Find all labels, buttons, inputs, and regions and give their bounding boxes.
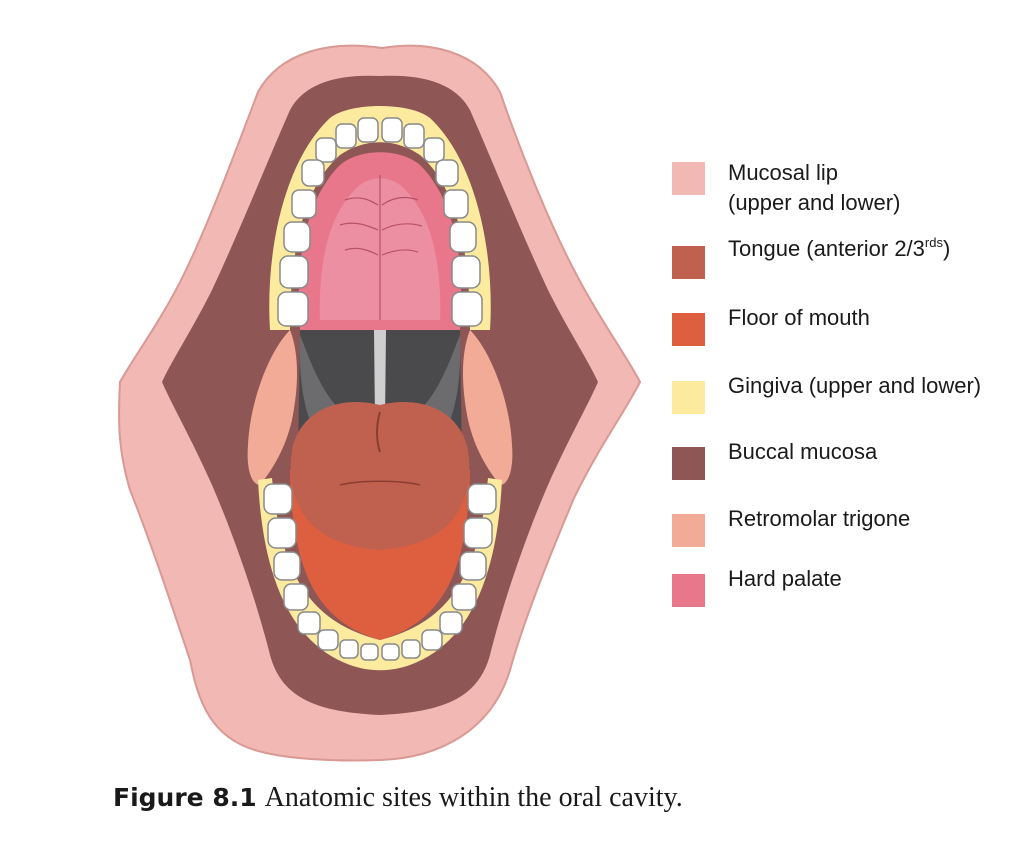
legend-label: Retromolar trigone bbox=[728, 506, 911, 531]
lower-teeth bbox=[263, 483, 497, 661]
legend-swatch bbox=[672, 246, 705, 279]
legend-label-text: Tongue (anterior 2/3 bbox=[728, 236, 925, 261]
retromolar-trigone-left bbox=[247, 330, 297, 485]
oral-cavity-diagram bbox=[118, 44, 642, 762]
palatal-rugae bbox=[339, 175, 423, 320]
legend-label: Gingiva (upper and lower) bbox=[728, 373, 982, 398]
figure-caption-text: Anatomic sites within the oral cavity. bbox=[264, 782, 683, 813]
legend-swatch bbox=[672, 313, 705, 346]
uvula bbox=[374, 330, 386, 420]
legend-label: Floor of mouth bbox=[728, 305, 870, 330]
legend-swatch bbox=[672, 574, 705, 607]
legend-label: Mucosal lip (upper and lower) bbox=[728, 158, 900, 218]
figure-number: Figure 8.1 bbox=[113, 783, 257, 812]
upper-teeth bbox=[277, 117, 483, 327]
legend-label: Hard palate bbox=[728, 566, 842, 591]
legend-label-superscript: rds bbox=[924, 235, 943, 250]
legend-label: Tongue (anterior 2/3rds) bbox=[728, 234, 950, 264]
legend-swatch bbox=[672, 447, 705, 480]
legend-label-line1: Mucosal lip bbox=[728, 160, 839, 185]
legend-label-line2: (upper and lower) bbox=[728, 190, 901, 215]
legend-label: Buccal mucosa bbox=[728, 439, 878, 464]
legend-swatch bbox=[672, 514, 705, 547]
tongue-midline bbox=[376, 411, 381, 453]
tongue bbox=[290, 402, 470, 550]
legend-label-suffix: ) bbox=[942, 236, 951, 261]
retromolar-trigone-right bbox=[463, 330, 513, 485]
tongue-fold bbox=[339, 480, 421, 486]
legend-swatch bbox=[672, 162, 705, 195]
legend-swatch bbox=[672, 381, 705, 414]
